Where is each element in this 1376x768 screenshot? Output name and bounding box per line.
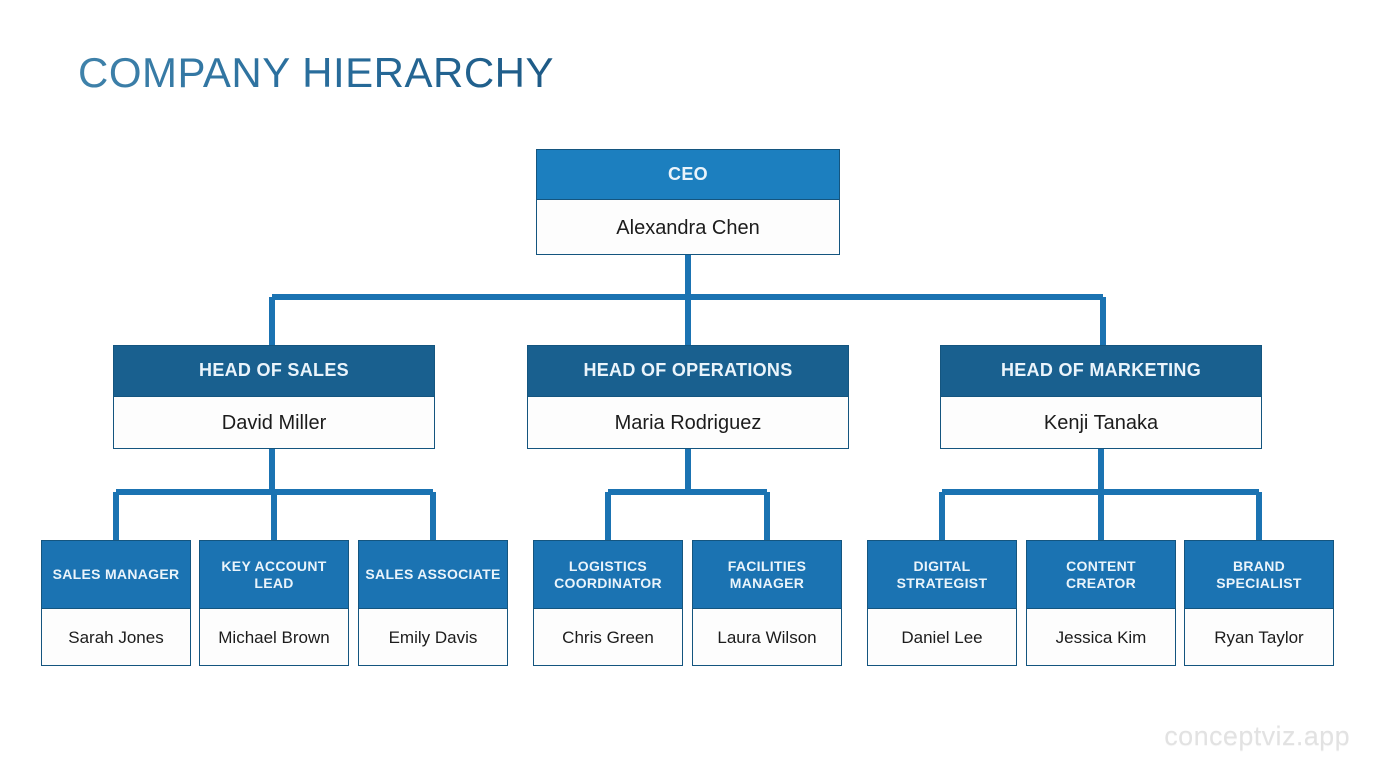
- node-content-creator-role: CONTENT CREATOR: [1027, 541, 1175, 608]
- node-logistics-coordinator-name: Chris Green: [534, 608, 682, 665]
- node-brand-specialist-role: BRAND SPECIALIST: [1185, 541, 1333, 608]
- node-key-account-lead-name: Michael Brown: [200, 608, 348, 665]
- node-logistics-coordinator[interactable]: LOGISTICS COORDINATOR Chris Green: [533, 540, 683, 666]
- watermark: conceptviz.app: [1164, 721, 1350, 751]
- node-sales-manager-role: SALES MANAGER: [42, 541, 190, 608]
- node-content-creator-name: Jessica Kim: [1027, 608, 1175, 665]
- node-facilities-manager[interactable]: FACILITIES MANAGER Laura Wilson: [692, 540, 842, 666]
- node-brand-specialist[interactable]: BRAND SPECIALIST Ryan Taylor: [1184, 540, 1334, 666]
- node-sales-associate[interactable]: SALES ASSOCIATE Emily Davis: [358, 540, 508, 666]
- node-digital-strategist-role: DIGITAL STRATEGIST: [868, 541, 1016, 608]
- node-head-of-sales-name: David Miller: [114, 396, 434, 448]
- node-head-of-marketing[interactable]: HEAD OF MARKETING Kenji Tanaka: [940, 345, 1262, 449]
- node-head-of-marketing-role: HEAD OF MARKETING: [941, 346, 1261, 396]
- node-head-of-operations-name: Maria Rodriguez: [528, 396, 848, 448]
- node-ceo[interactable]: CEO Alexandra Chen: [536, 149, 840, 255]
- node-key-account-lead[interactable]: KEY ACCOUNT LEAD Michael Brown: [199, 540, 349, 666]
- node-brand-specialist-name: Ryan Taylor: [1185, 608, 1333, 665]
- node-head-of-sales[interactable]: HEAD OF SALES David Miller: [113, 345, 435, 449]
- node-facilities-manager-name: Laura Wilson: [693, 608, 841, 665]
- node-sales-associate-role: SALES ASSOCIATE: [359, 541, 507, 608]
- node-head-of-operations-role: HEAD OF OPERATIONS: [528, 346, 848, 396]
- node-ceo-name: Alexandra Chen: [537, 199, 839, 254]
- node-key-account-lead-role: KEY ACCOUNT LEAD: [200, 541, 348, 608]
- node-sales-manager[interactable]: SALES MANAGER Sarah Jones: [41, 540, 191, 666]
- node-logistics-coordinator-role: LOGISTICS COORDINATOR: [534, 541, 682, 608]
- node-facilities-manager-role: FACILITIES MANAGER: [693, 541, 841, 608]
- node-head-of-operations[interactable]: HEAD OF OPERATIONS Maria Rodriguez: [527, 345, 849, 449]
- node-digital-strategist[interactable]: DIGITAL STRATEGIST Daniel Lee: [867, 540, 1017, 666]
- node-digital-strategist-name: Daniel Lee: [868, 608, 1016, 665]
- node-head-of-sales-role: HEAD OF SALES: [114, 346, 434, 396]
- node-sales-manager-name: Sarah Jones: [42, 608, 190, 665]
- node-ceo-role: CEO: [537, 150, 839, 199]
- node-sales-associate-name: Emily Davis: [359, 608, 507, 665]
- node-head-of-marketing-name: Kenji Tanaka: [941, 396, 1261, 448]
- node-content-creator[interactable]: CONTENT CREATOR Jessica Kim: [1026, 540, 1176, 666]
- page-title: COMPANY HIERARCHY: [78, 49, 555, 96]
